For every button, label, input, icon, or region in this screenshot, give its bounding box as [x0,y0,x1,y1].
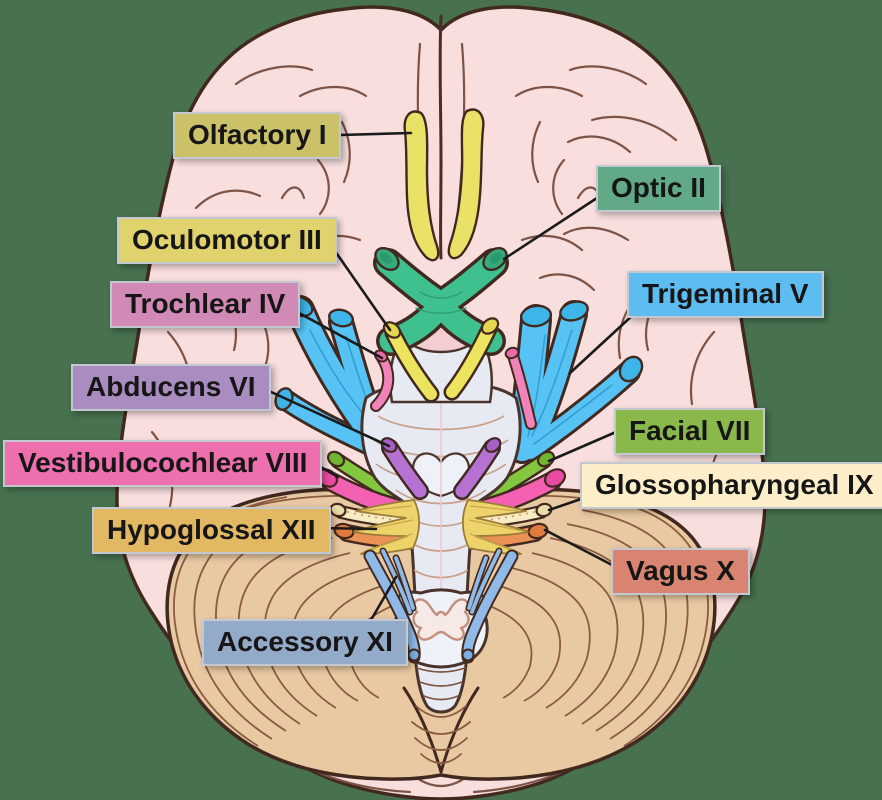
label-abducens-vi: Abducens VI [71,364,271,411]
nerve-opening [327,308,355,328]
leader-optic-ii [502,194,602,261]
leader-glossopharyngeal-ix [547,496,586,512]
label-vestibulocochlear-viii: Vestibulocochlear VIII [3,440,323,487]
nerve-opening [329,502,347,518]
nerve-opening [504,346,520,360]
label-vagus-x: Vagus X [611,548,750,595]
label-oculomotor-iii: Oculomotor III [117,217,337,264]
trigeminal-nerve-right [506,300,644,464]
label-trigeminal-v: Trigeminal V [627,271,824,318]
nerve-opening [407,648,421,662]
label-glossopharyngeal-ix: Glossopharyngeal IX [580,462,882,509]
leader-trigeminal-v [568,312,636,375]
nerve-opening [618,355,644,383]
abducens-nerve-left [380,437,429,500]
nerve-opening [559,300,589,322]
oculomotor-nerves [382,317,500,403]
nerve-opening [326,450,346,468]
nerve-opening [519,304,553,328]
spinal-cord-ribs [416,667,466,701]
label-trochlear-iv: Trochlear IV [110,281,301,328]
olfactory-tracts [403,108,485,262]
leader-trochlear-iv [284,304,384,360]
leader-lines [256,131,636,622]
trochlear-nerves [370,346,537,430]
hypoglossal-rootlets-left [353,499,421,555]
gray-matter-butterfly [412,598,470,641]
olfactory-tract-right [447,108,485,260]
label-hypoglossal-xii: Hypoglossal XII [92,507,331,554]
label-optic-ii: Optic II [596,165,721,212]
leader-vagus-x [543,528,616,568]
label-facial-vii: Facial VII [614,408,766,455]
cerebellum-vermis-folia [411,705,471,764]
label-olfactory-i: Olfactory I [173,112,342,159]
leader-oculomotor-iii [326,239,392,332]
accessory-nerve-left [363,547,421,664]
longitudinal-fissure [438,14,443,260]
olfactory-tract-left [403,110,440,262]
nerve-opening [480,317,500,335]
label-accessory-xi: Accessory XI [202,619,408,666]
leader-olfactory-i [338,131,413,137]
leader-facial-vii [547,430,618,463]
leader-accessory-xi [369,575,398,622]
leader-abducens-vi [256,384,391,448]
